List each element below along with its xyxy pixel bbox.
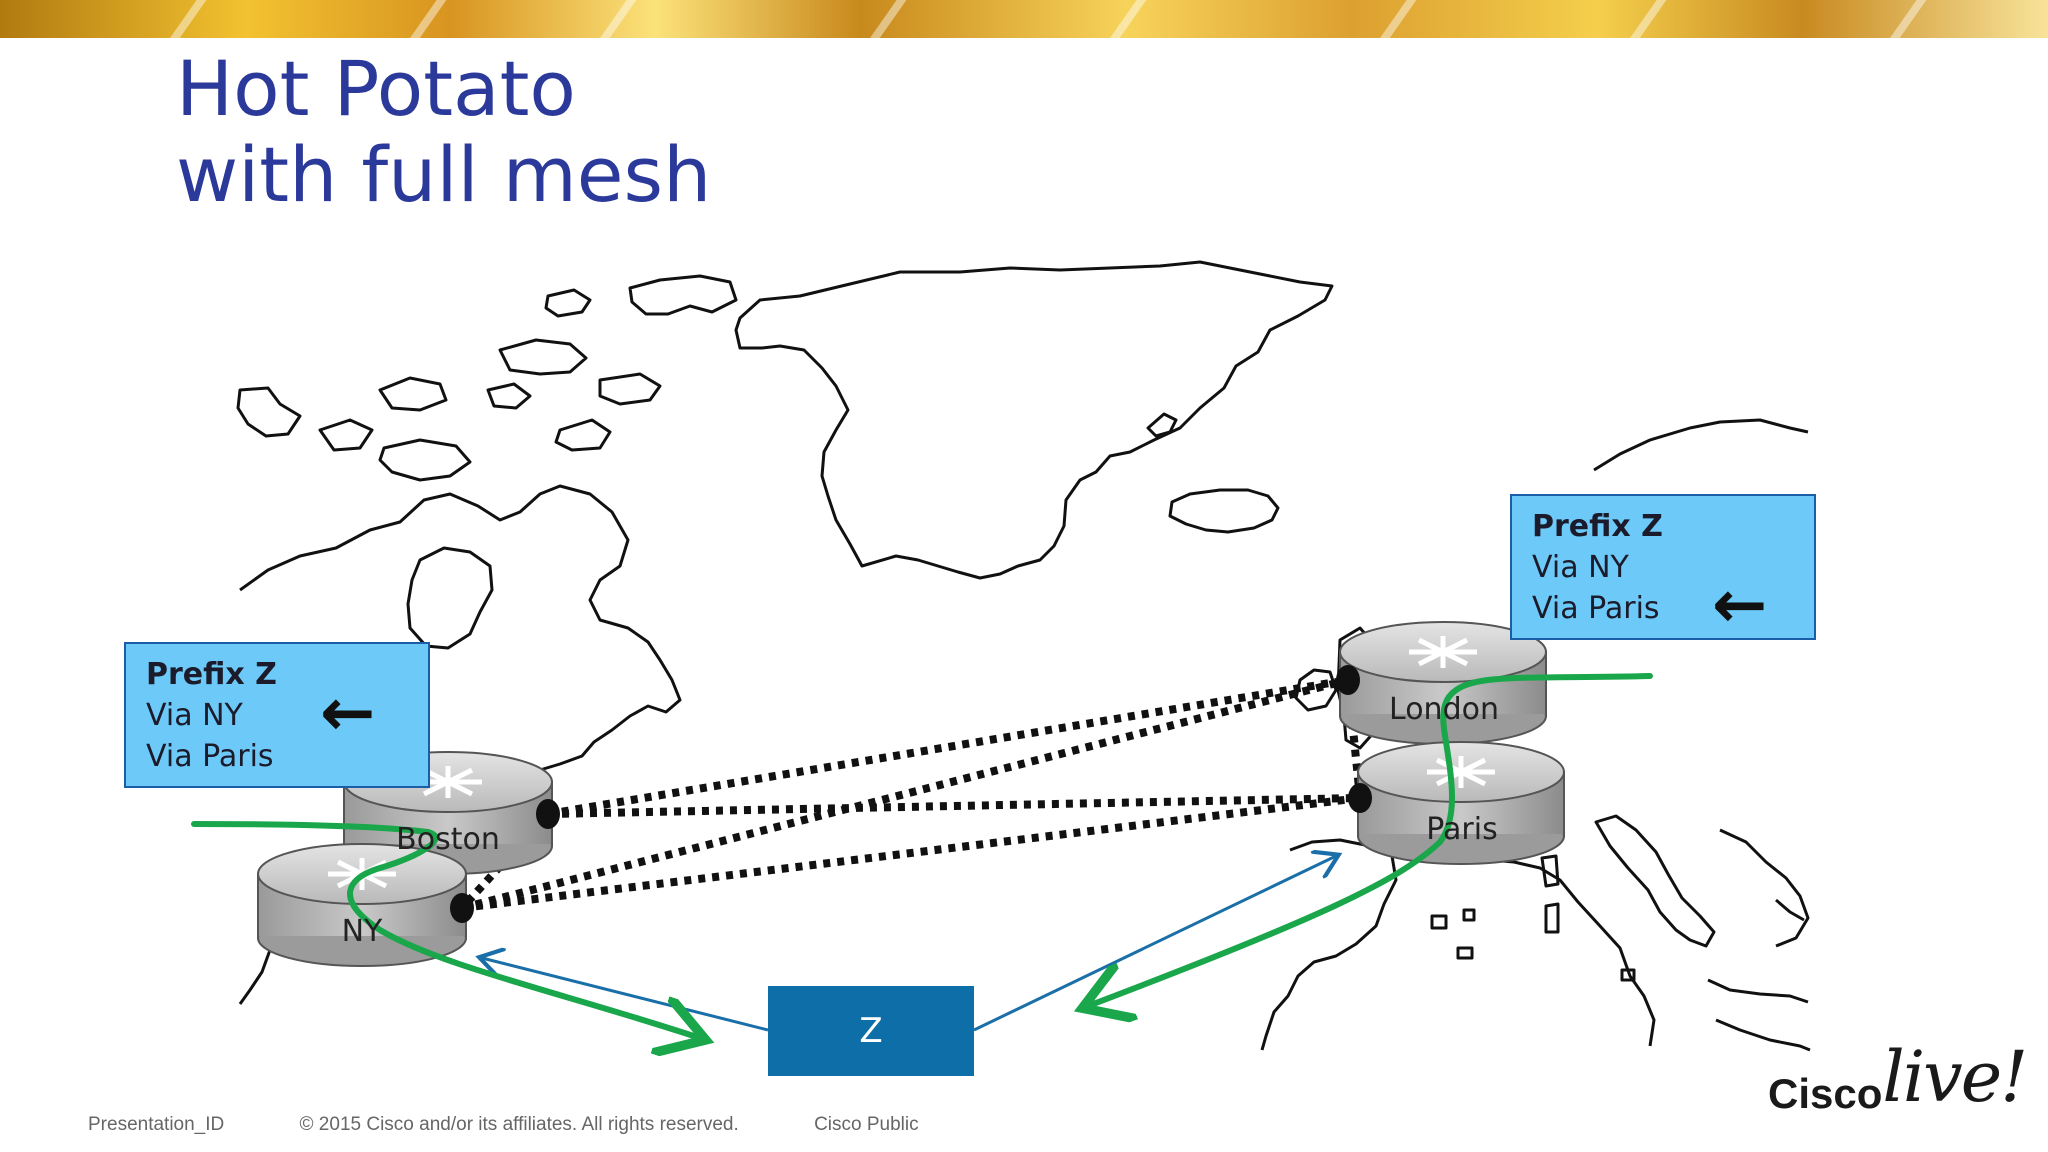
- prefix-heading: Prefix Z: [146, 657, 277, 692]
- cisco-live-logo: Ciscolive!: [1768, 1036, 2028, 1118]
- router-label-boston: Boston: [396, 822, 500, 857]
- mesh-endpoints: [450, 665, 1372, 923]
- router-label-ny: NY: [341, 914, 383, 949]
- slide-title: Hot Potato with full mesh: [176, 46, 711, 218]
- presentation-id: Presentation_ID: [88, 1114, 225, 1135]
- hudson-bay-outline: [406, 546, 494, 650]
- greenland-outline: [734, 260, 1334, 580]
- mesh-boston-paris: [547, 794, 1361, 818]
- balkans-outline: [1707, 828, 1811, 1052]
- classification-label: Cisco Public: [814, 1114, 919, 1135]
- z-links: [482, 856, 1336, 1032]
- mesh-ny-paris: [461, 794, 1361, 912]
- router-icon: [414, 766, 482, 798]
- router-label-paris: Paris: [1426, 812, 1498, 847]
- greenland-island: [1146, 412, 1178, 438]
- logo-event: live!: [1882, 1036, 2028, 1118]
- link-z-paris: [973, 856, 1336, 1032]
- arctic-islands: [236, 274, 738, 482]
- italy-outline: [1594, 814, 1716, 948]
- copyright-notice: © 2015 Cisco and/or its affiliates. All …: [299, 1114, 739, 1135]
- hot-potato-paths: [191, 673, 1653, 1038]
- prefix-table-london: Prefix Z Via NY Via Paris ←: [1510, 494, 1816, 640]
- router-boston-node: Boston: [344, 782, 552, 894]
- router-icon: [1427, 756, 1495, 788]
- arrow-left-icon: ←: [1712, 566, 1768, 643]
- router-london-node: London: [1340, 652, 1548, 764]
- arrow-left-icon: ←: [320, 674, 376, 751]
- iceland-outline: [1168, 488, 1280, 534]
- title-line-1: Hot Potato: [176, 44, 576, 133]
- header-banner: [0, 0, 2048, 38]
- ibgp-full-mesh: [459, 676, 1364, 912]
- router-ny-node: NY: [258, 874, 466, 986]
- prefix-route-paris: Via Paris: [146, 739, 274, 774]
- router-icon: [1409, 636, 1477, 668]
- logo-brand: Cisco: [1768, 1070, 1883, 1117]
- prefix-table-boston: Prefix Z Via NY Via Paris ←: [124, 642, 430, 788]
- mesh-ny-london: [461, 676, 1349, 912]
- title-line-2: with full mesh: [176, 130, 712, 219]
- router-paris: [1357, 741, 1565, 865]
- prefix-route-paris: Via Paris: [1532, 591, 1660, 626]
- link-z-ny: [482, 958, 769, 1032]
- path-right: [1088, 673, 1653, 1006]
- router-label-london: London: [1389, 692, 1499, 727]
- prefix-route-ny: Via NY: [146, 698, 243, 733]
- mediterranean-islands: [1430, 854, 1636, 982]
- path-left: [191, 821, 700, 1038]
- prefix-route-ny: Via NY: [1532, 550, 1629, 585]
- router-paris-node: Paris: [1358, 772, 1566, 884]
- map-outline: [236, 260, 1811, 1052]
- prefix-heading: Prefix Z: [1532, 509, 1663, 544]
- destination-z: Z: [768, 986, 974, 1076]
- mesh-boston-london: [547, 676, 1349, 818]
- slide-footer: Presentation_ID © 2015 Cisco and/or its …: [88, 1114, 989, 1136]
